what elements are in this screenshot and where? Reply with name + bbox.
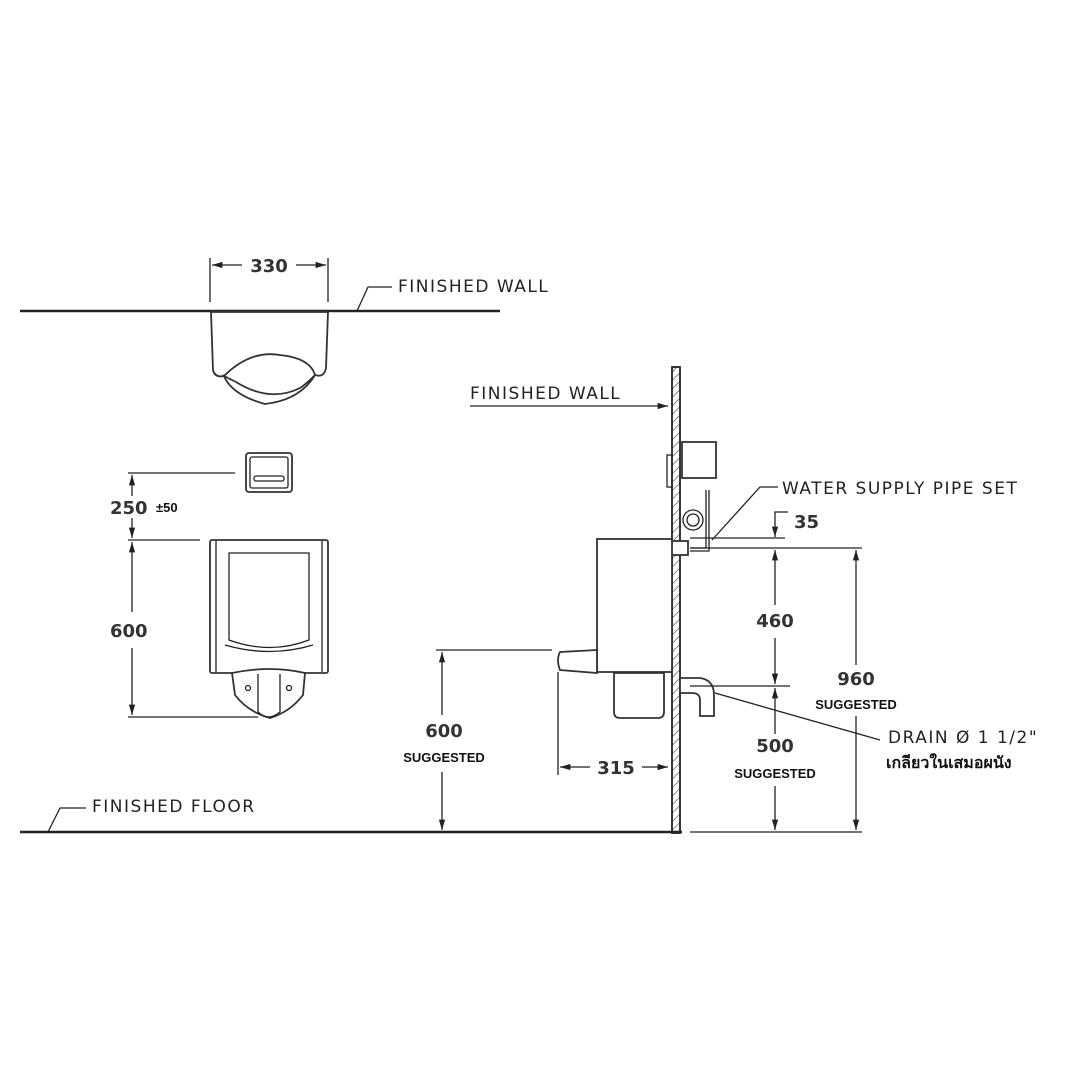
supply-suggested-label: SUGGESTED bbox=[815, 697, 897, 712]
urinal-front-body bbox=[209, 539, 329, 674]
dim-rim-600: 600 bbox=[425, 721, 463, 742]
dim-sensor-250: 250 bbox=[110, 498, 148, 519]
finished-wall-label-side: FINISHED WALL bbox=[470, 384, 621, 404]
drain-suggested-label: SUGGESTED bbox=[734, 766, 816, 781]
drain-pipe bbox=[679, 677, 715, 717]
dim-supply-35: 35 bbox=[794, 512, 819, 533]
urinal-top-lip bbox=[222, 374, 316, 405]
flush-sensor bbox=[245, 452, 293, 493]
dim-front-600: 600 bbox=[110, 621, 148, 642]
flush-valve-box bbox=[681, 441, 717, 479]
front-view: 250 ±50 600 bbox=[110, 452, 329, 719]
water-supply-label: WATER SUPPLY PIPE SET bbox=[782, 479, 1018, 499]
dim-supply-960: 960 bbox=[837, 669, 875, 690]
leader-line bbox=[356, 286, 392, 312]
urinal-side-body bbox=[596, 538, 673, 673]
sensor-window bbox=[253, 475, 285, 482]
side-view: FINISHED WALL WATER SUPPLY PIPE SET 35 4… bbox=[403, 366, 1038, 834]
top-view: FINISHED WALL 330 bbox=[20, 256, 549, 405]
drain-thai-label: เกลียวในเสมอผนัง bbox=[886, 753, 1012, 772]
drain-label: DRAIN Ø 1 1/2" bbox=[888, 728, 1038, 748]
urinal-front-bowl bbox=[230, 668, 306, 719]
finished-floor-label: FINISHED FLOOR bbox=[92, 797, 256, 817]
rim-suggested-label: SUGGESTED bbox=[403, 750, 485, 765]
dim-projection-315: 315 bbox=[597, 758, 635, 779]
dim-width-330: 330 bbox=[250, 256, 288, 277]
urinal-front-panel bbox=[228, 552, 310, 649]
supply-coil bbox=[682, 509, 704, 531]
finished-wall-label-top: FINISHED WALL bbox=[398, 277, 549, 297]
urinal-side-trap bbox=[613, 672, 665, 719]
urinal-side-lip bbox=[557, 649, 598, 674]
dim-sensor-tolerance: ±50 bbox=[156, 500, 178, 515]
dim-supply-drain-460: 460 bbox=[756, 611, 794, 632]
wall-section bbox=[671, 366, 681, 834]
urinal-top-body bbox=[210, 311, 329, 378]
dim-drain-500: 500 bbox=[756, 736, 794, 757]
